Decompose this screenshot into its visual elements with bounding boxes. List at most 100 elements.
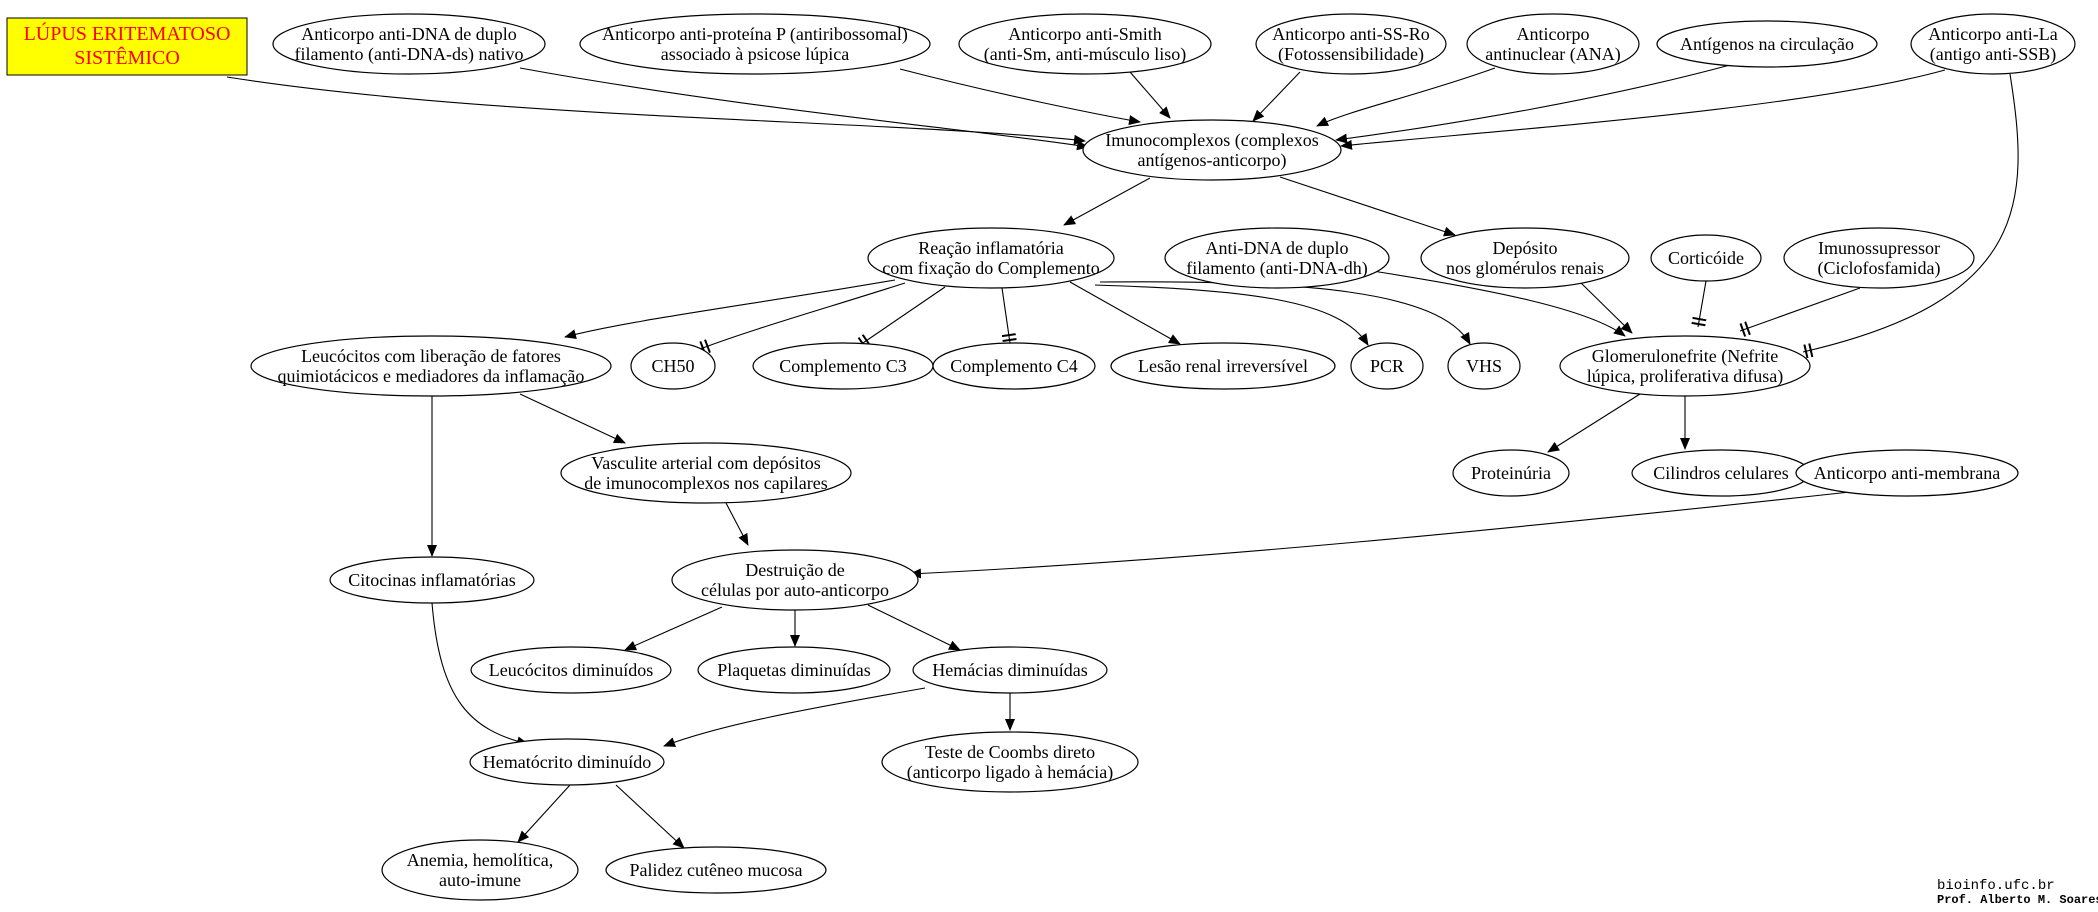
node-label-line: Anticorpo anti-La: [1928, 24, 2057, 44]
nodes-layer: LÚPUS ERITEMATOSO SISTÊMICO Anticorpo an…: [6, 13, 2076, 901]
inhibition-edge: [699, 282, 906, 355]
node-label-line: Antígenos na circulação: [1680, 34, 1854, 54]
node-label-line: (anticorpo ligado à hemácia): [907, 762, 1113, 783]
node-label-line: Leucócitos diminuídos: [489, 660, 653, 680]
node-label-line: Complemento C4: [950, 356, 1078, 376]
node-label-line: Vasculite arterial com depósitos: [591, 453, 820, 473]
node-ellipse: [560, 442, 852, 504]
node-label-line: Anticorpo anti-membrana: [1814, 463, 2000, 483]
node-label-line: Reação inflamatória: [918, 238, 1063, 258]
node-ellipse: [605, 846, 827, 894]
node-pcr: PCR: [1350, 342, 1424, 390]
node-ellipse: [381, 839, 579, 901]
node-ellipse: [579, 13, 931, 75]
node-label-line: PCR: [1370, 356, 1404, 376]
node-label-line: Destruição de: [745, 560, 844, 580]
node-hematocrito: Hematócrito diminuído: [469, 738, 665, 786]
node-ellipse: [1559, 335, 1811, 397]
node-label-line: antígenos-anticorpo): [1138, 150, 1287, 171]
node-label-line: Anticorpo anti-SS-Ro: [1272, 24, 1430, 44]
arrow-edge: [1094, 284, 1369, 346]
arrow-edge: [1579, 281, 1633, 334]
node-ellipse: [1910, 13, 2076, 75]
node-label-line: nos glomérulos renais: [1446, 258, 1604, 278]
inhibition-edge: [1739, 287, 1861, 337]
node-ellipse: [470, 646, 672, 694]
node-label-line: Glomerulonefrite (Nefrite: [1592, 346, 1778, 367]
node-ellipse: [697, 646, 891, 694]
title-box: [6, 17, 248, 76]
arrow-edge: [519, 393, 626, 444]
node-ellipse: [1795, 449, 2019, 497]
arrow-edge: [1129, 71, 1171, 119]
node-label-line: Imunocomplexos (complexos: [1105, 130, 1318, 151]
node-ellipse: [1650, 234, 1762, 282]
node-citocinas: Citocinas inflamatórias: [329, 556, 535, 604]
arrow-edge: [899, 68, 1141, 126]
arrow-edge: [1340, 69, 1946, 150]
arrow-edge: [1063, 177, 1151, 226]
node-ellipse: [912, 646, 1108, 694]
node-anti-ssro: Anticorpo anti-SS-Ro(Fotossensibilidade): [1255, 13, 1447, 75]
node-ellipse: [1656, 20, 1878, 68]
credit-site: bioinfo.ufc.br: [1937, 878, 2055, 894]
node-label-line: de imunocomplexos nos capilares: [584, 473, 827, 493]
node-hemacias: Hemácias diminuídas: [912, 646, 1108, 694]
node-anti-p: Anticorpo anti-proteína P (antiribossoma…: [579, 13, 931, 75]
arrow-edge: [1335, 64, 1731, 144]
node-label-line: células por auto-anticorpo: [701, 580, 889, 600]
node-ellipse: [932, 342, 1096, 390]
arrow-edge: [1279, 176, 1456, 237]
node-corticoide: Corticóide: [1650, 234, 1762, 282]
node-ellipse: [1452, 449, 1570, 497]
node-label-line: Anticorpo anti-Smith: [1008, 24, 1161, 44]
node-vhs: VHS: [1447, 342, 1521, 390]
node-label-line: Palidez cutêneo mucosa: [630, 860, 803, 880]
node-anti-la: Anticorpo anti-La(antigo anti-SSB): [1910, 13, 2076, 75]
node-label-line: Depósito: [1493, 238, 1558, 258]
node-label-line: Anticorpo anti-DNA de duplo: [301, 24, 516, 44]
node-antigenos: Antígenos na circulação: [1656, 20, 1878, 68]
node-ellipse: [881, 731, 1139, 793]
node-label-line: associado à psicose lúpica: [661, 44, 849, 64]
node-c4: Complemento C4: [932, 342, 1096, 390]
arrow-edge: [624, 606, 723, 651]
node-lesao: Lesão renal irreversível: [1110, 342, 1336, 390]
node-label-line: Anticorpo anti-proteína P (antiribossoma…: [602, 24, 908, 45]
node-label-line: Hemácias diminuídas: [932, 660, 1087, 680]
inhibition-edge: [1691, 280, 1707, 328]
inhibition-edge: [857, 286, 946, 350]
node-anemia: Anemia, hemolítica,auto-imune: [381, 839, 579, 901]
node-c3: Complemento C3: [752, 342, 934, 390]
arrow-edge: [1252, 71, 1301, 122]
arrow-edge: [519, 67, 1089, 151]
arrow-edge: [867, 604, 961, 651]
node-ellipse: [1082, 119, 1342, 181]
title-line-1: LÚPUS ERITEMATOSO: [24, 21, 231, 45]
inhibition-edge: [1802, 73, 2019, 359]
node-label-line: Plaquetas diminuídas: [717, 660, 870, 680]
node-cilindros: Cilindros celulares: [1631, 449, 1811, 497]
arrow-edge: [663, 687, 926, 747]
edges-layer: [226, 64, 2019, 849]
node-label-line: Complemento C3: [779, 356, 907, 376]
arrow-edge: [1069, 281, 1181, 345]
arrow-edge: [517, 784, 571, 843]
arrow-edge: [226, 76, 1086, 145]
node-label-line: (anti-Sm, anti-músculo liso): [984, 44, 1186, 65]
node-label-line: Anti-DNA de duplo: [1206, 238, 1349, 258]
node-label-line: filamento (anti-DNA-dh): [1186, 258, 1367, 279]
node-label-line: Teste de Coombs direto: [925, 742, 1095, 762]
node-label-line: Citocinas inflamatórias: [348, 570, 515, 590]
arrow-edge: [1547, 393, 1641, 453]
node-label-line: Hematócrito diminuído: [483, 752, 651, 772]
node-ellipse: [469, 738, 665, 786]
node-label-line: quimiotácicos e mediadores da inflamação: [278, 366, 585, 386]
